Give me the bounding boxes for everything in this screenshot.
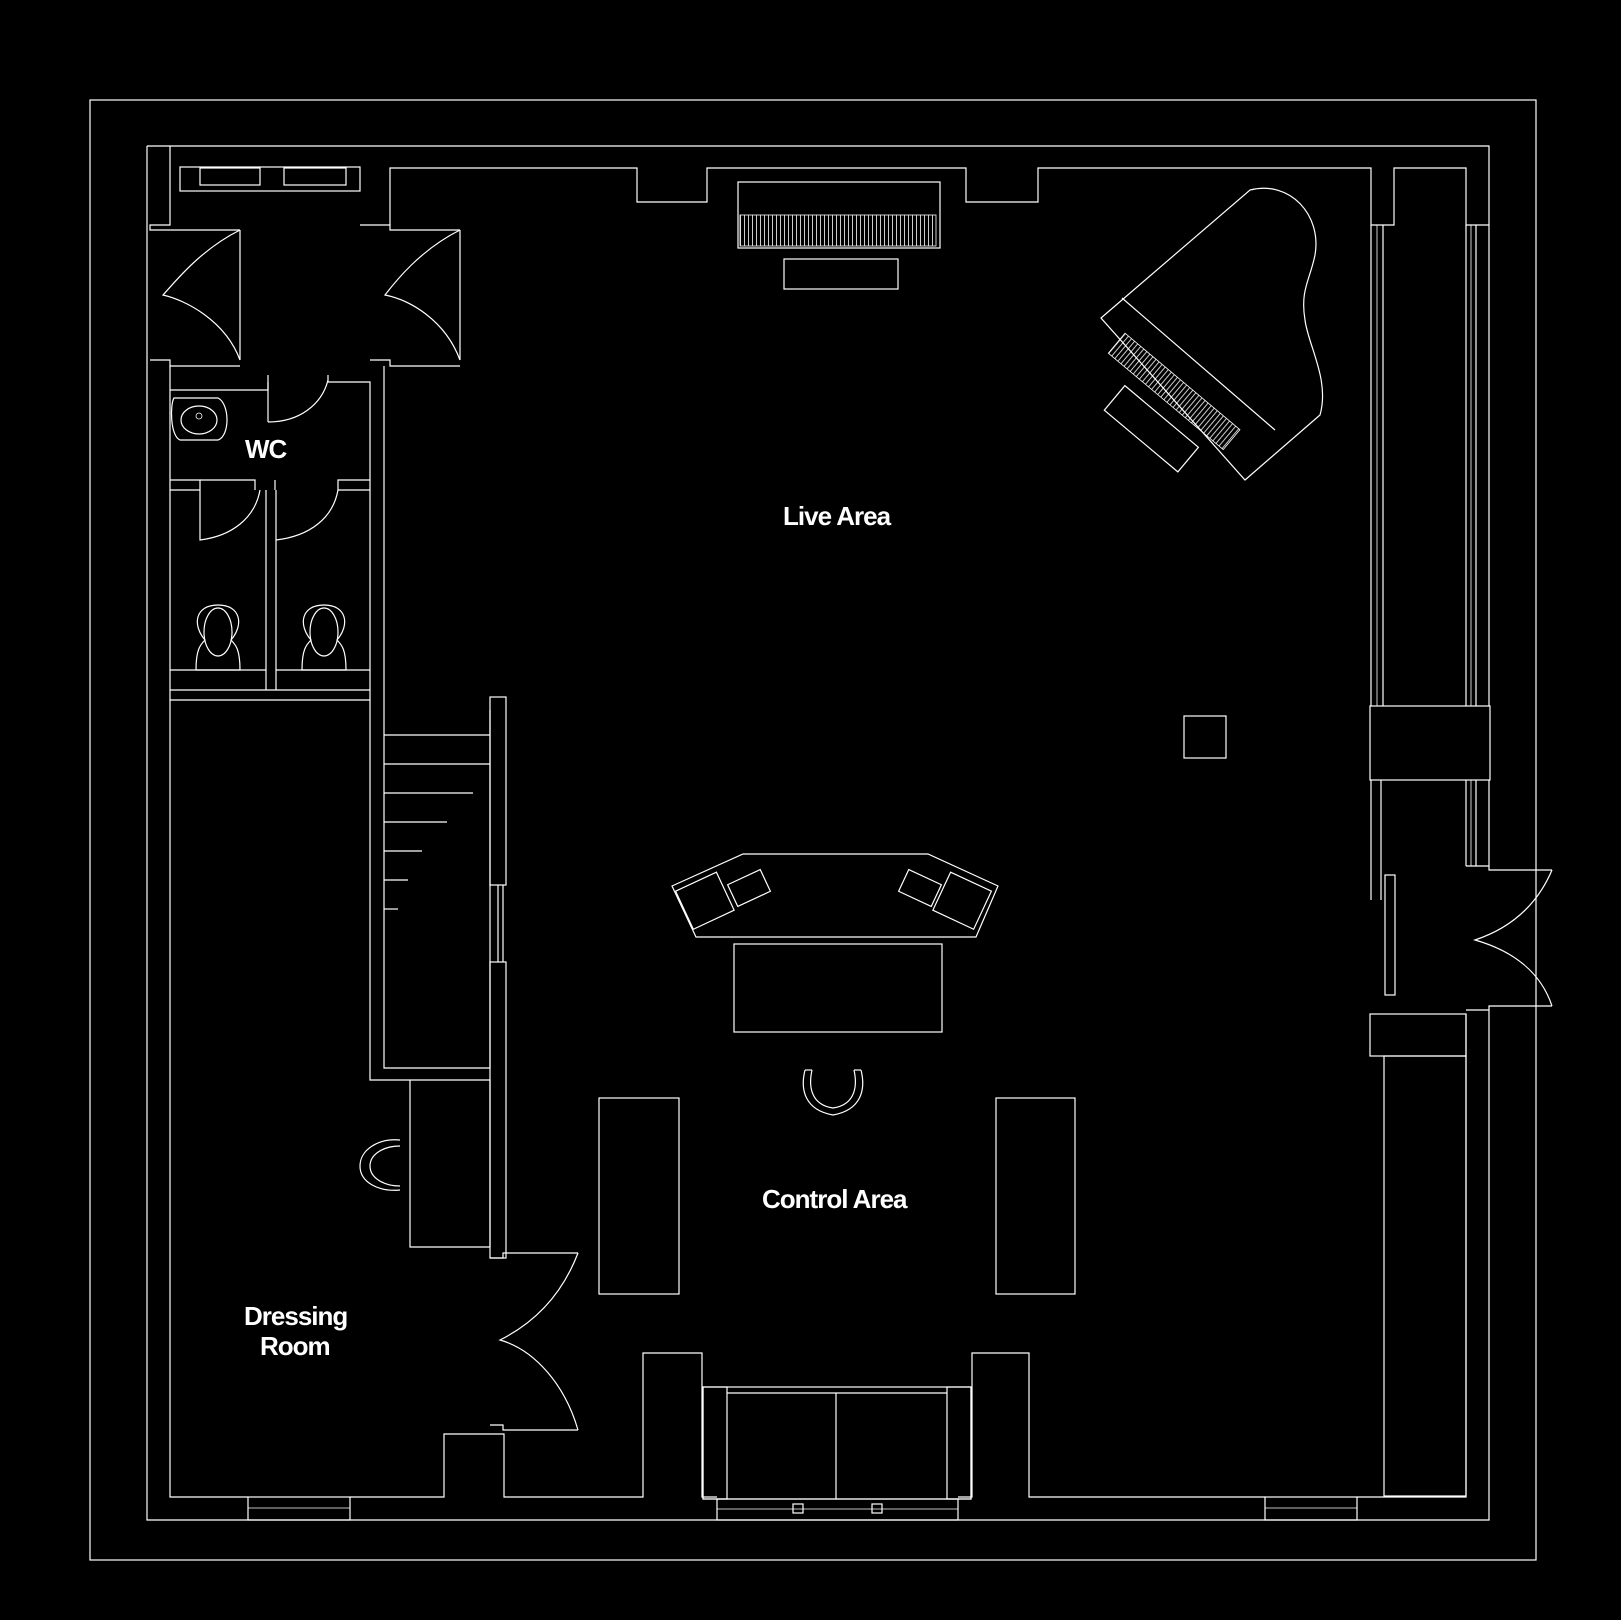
wc-room	[169, 366, 371, 701]
chair-icon	[359, 1139, 401, 1191]
sofa-icon	[702, 1386, 972, 1500]
upright-piano-icon	[737, 181, 941, 290]
room-label-live-area: Live Area	[783, 501, 892, 531]
room-label-wc: WC	[245, 434, 288, 464]
right-window-wall	[1369, 225, 1553, 1497]
bottom-windows	[247, 1496, 1358, 1521]
equipment-rack-left	[598, 1097, 680, 1295]
outer-frame	[89, 99, 1537, 1561]
door-dressing-room	[490, 1252, 579, 1431]
chair-icon	[802, 1069, 864, 1116]
speaker-stand-icon	[1183, 715, 1227, 759]
toilet-icon	[301, 604, 347, 671]
dressing-room	[369, 366, 507, 1259]
equipment-rack-right	[995, 1097, 1076, 1295]
room-label-dressing-line1: Dressing	[244, 1301, 347, 1331]
double-door-top-left	[161, 229, 461, 361]
exterior-wall	[146, 145, 1490, 1521]
room-label-dressing-line2: Room	[260, 1331, 330, 1361]
staircase	[384, 734, 490, 910]
room-label-control-area: Control Area	[762, 1184, 908, 1214]
grand-piano-icon	[1100, 187, 1324, 481]
mixing-console-icon	[671, 853, 999, 1033]
toilet-icon	[195, 604, 241, 671]
sink-icon	[170, 397, 228, 441]
